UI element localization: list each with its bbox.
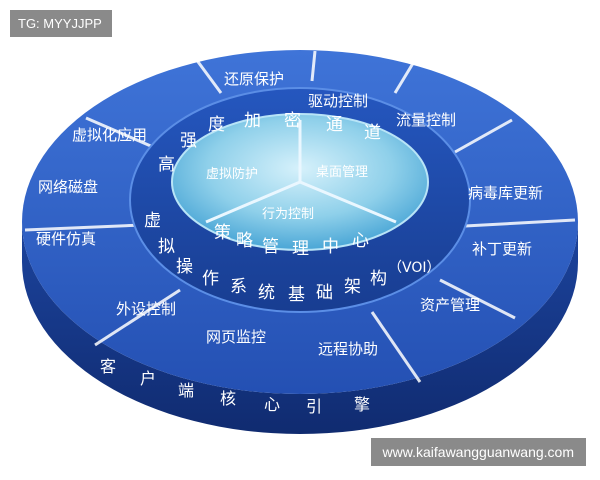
base-text: 客 户 端 核 心 引 擎 [100, 357, 370, 416]
middle-ring-policy-text: 策 略 管 理 中 心 [214, 223, 369, 259]
ring-char: 高 [158, 155, 175, 175]
url-badge: www.kaifawangguanwang.com [370, 438, 586, 466]
ring-char: 基 [288, 285, 305, 305]
segment-label-restore: 还原保护 [224, 70, 284, 88]
ring-char: 中 [322, 237, 339, 257]
ring-char: 策 [214, 223, 231, 243]
ring-char: 略 [236, 231, 253, 251]
watermark-label: TG: MYYJJPP [10, 10, 112, 37]
ring-char: 拟 [158, 237, 175, 257]
ring-char-voi: （VOI） [388, 260, 440, 276]
base-char: 核 [220, 389, 236, 408]
ring-char: 操 [176, 257, 193, 277]
middle-ring-os-text: 虚 拟 操 作 系 统 基 础 架 构 （VOI） [144, 211, 440, 305]
segment-label-remote: 远程协助 [318, 340, 378, 358]
ring-char: 础 [316, 283, 333, 303]
segment-label-virus: 病毒库更新 [468, 184, 543, 202]
base-char: 户 [140, 369, 156, 388]
ring-char: 心 [352, 231, 369, 251]
ring-char: 加 [244, 111, 261, 131]
ring-char: 管 [262, 237, 279, 257]
segment-label-hardware: 硬件仿真 [36, 230, 96, 248]
segment-label-peripheral: 外设控制 [116, 300, 176, 318]
segment-label-driver: 驱动控制 [308, 92, 368, 110]
base-char: 客 [100, 357, 116, 376]
base-char: 端 [178, 381, 194, 400]
ring-char: 度 [208, 115, 225, 135]
ring-char: 架 [344, 277, 361, 297]
ring-char: 通 [326, 115, 343, 135]
core-dividers [205, 120, 397, 224]
ring-char: 虚 [144, 211, 161, 231]
segment-label-traffic: 流量控制 [396, 111, 456, 129]
segment-dividers [24, 50, 576, 383]
segment-label-patch: 补丁更新 [472, 240, 532, 258]
ring-char: 构 [370, 269, 387, 289]
segment-label-asset: 资产管理 [420, 296, 480, 314]
ring-char: 理 [292, 239, 309, 259]
core-label-behavior: 行为控制 [262, 207, 314, 222]
ring-char: 系 [230, 277, 247, 297]
ring-char: 作 [202, 269, 219, 289]
disc-side [22, 222, 578, 434]
ring-char: 强 [180, 131, 197, 151]
core-label-vprotect: 虚拟防护 [206, 166, 258, 182]
core-label-desktop: 桌面管理 [316, 165, 368, 180]
base-char: 心 [264, 395, 280, 414]
segment-label-netdisk: 网络磁盘 [38, 178, 98, 196]
ring-char: 统 [258, 283, 275, 303]
base-char: 擎 [354, 395, 370, 414]
base-char: 引 [306, 397, 322, 416]
segment-label-web: 网页监控 [206, 328, 266, 346]
segment-label-vapp: 虚拟化应用 [72, 126, 147, 144]
ring-char: 道 [364, 123, 381, 143]
ring-char: 密 [284, 111, 301, 131]
middle-ring-top-text: 高 强 度 加 密 通 道 [158, 111, 381, 175]
